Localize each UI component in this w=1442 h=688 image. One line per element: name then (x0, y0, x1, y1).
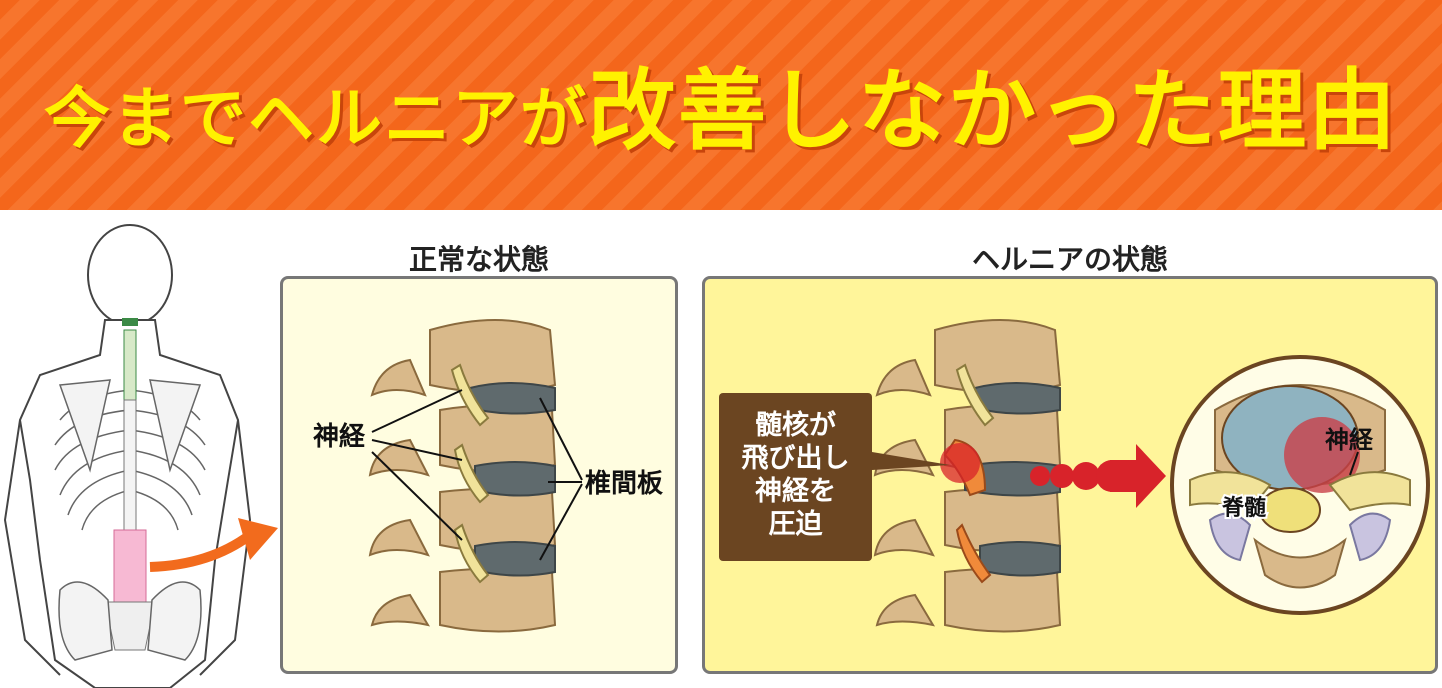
spine-cross-section: 神経 脊髄 (1170, 355, 1430, 615)
pointer-arrow (149, 530, 253, 572)
normal-spine-segment: 神経 椎間板 (313, 319, 663, 633)
pointer-arrowhead (238, 518, 278, 560)
pelvis (58, 581, 202, 661)
compression-arrow (1030, 444, 1166, 508)
callout-pointer (872, 452, 950, 470)
herniation-callout: 髄核が 飛び出し 神経を 圧迫 (719, 393, 872, 561)
spine (104, 318, 156, 651)
callout-line-3: 神経を (755, 476, 836, 507)
page-title: 今までヘルニアが改善しなかった理由 (0, 40, 1442, 167)
intervertebral-disc-label: 椎間板 (585, 469, 663, 499)
spinal-cord-label: 脊髄 (1221, 495, 1266, 521)
normal-nerve-label: 神経 (313, 421, 366, 452)
cross-section-nerve-label: 神経 (1325, 426, 1374, 454)
callout-line-4: 圧迫 (768, 509, 823, 540)
normal-state-label: 正常な状態 (408, 243, 549, 276)
callout-line-2: 飛び出し (741, 443, 850, 474)
title-part1: 今までヘルニアが (43, 80, 588, 157)
lumbar-highlight (113, 529, 147, 603)
callout-line-1: 髄核が (755, 410, 836, 441)
hernia-spine-segment (873, 319, 1062, 633)
scapulae (58, 379, 202, 473)
header-banner (0, 0, 1442, 210)
title-part2: 改善しなかった理由 (587, 59, 1398, 162)
hernia-state-label: ヘルニアの状態 (971, 243, 1168, 276)
